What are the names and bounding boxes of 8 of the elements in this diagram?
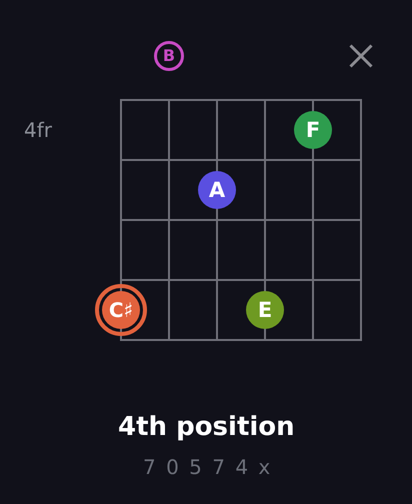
finger-dot: E <box>246 291 284 329</box>
fret-number: 4fr <box>24 119 52 141</box>
root-note-marker: C♯ <box>95 284 147 336</box>
finger-dot: F <box>294 111 332 149</box>
title: 4th position <box>118 413 295 443</box>
fingering-text: 7 0 5 7 4 x <box>143 456 272 478</box>
open-string-marker: B <box>154 41 184 71</box>
finger-dot: A <box>198 171 236 209</box>
